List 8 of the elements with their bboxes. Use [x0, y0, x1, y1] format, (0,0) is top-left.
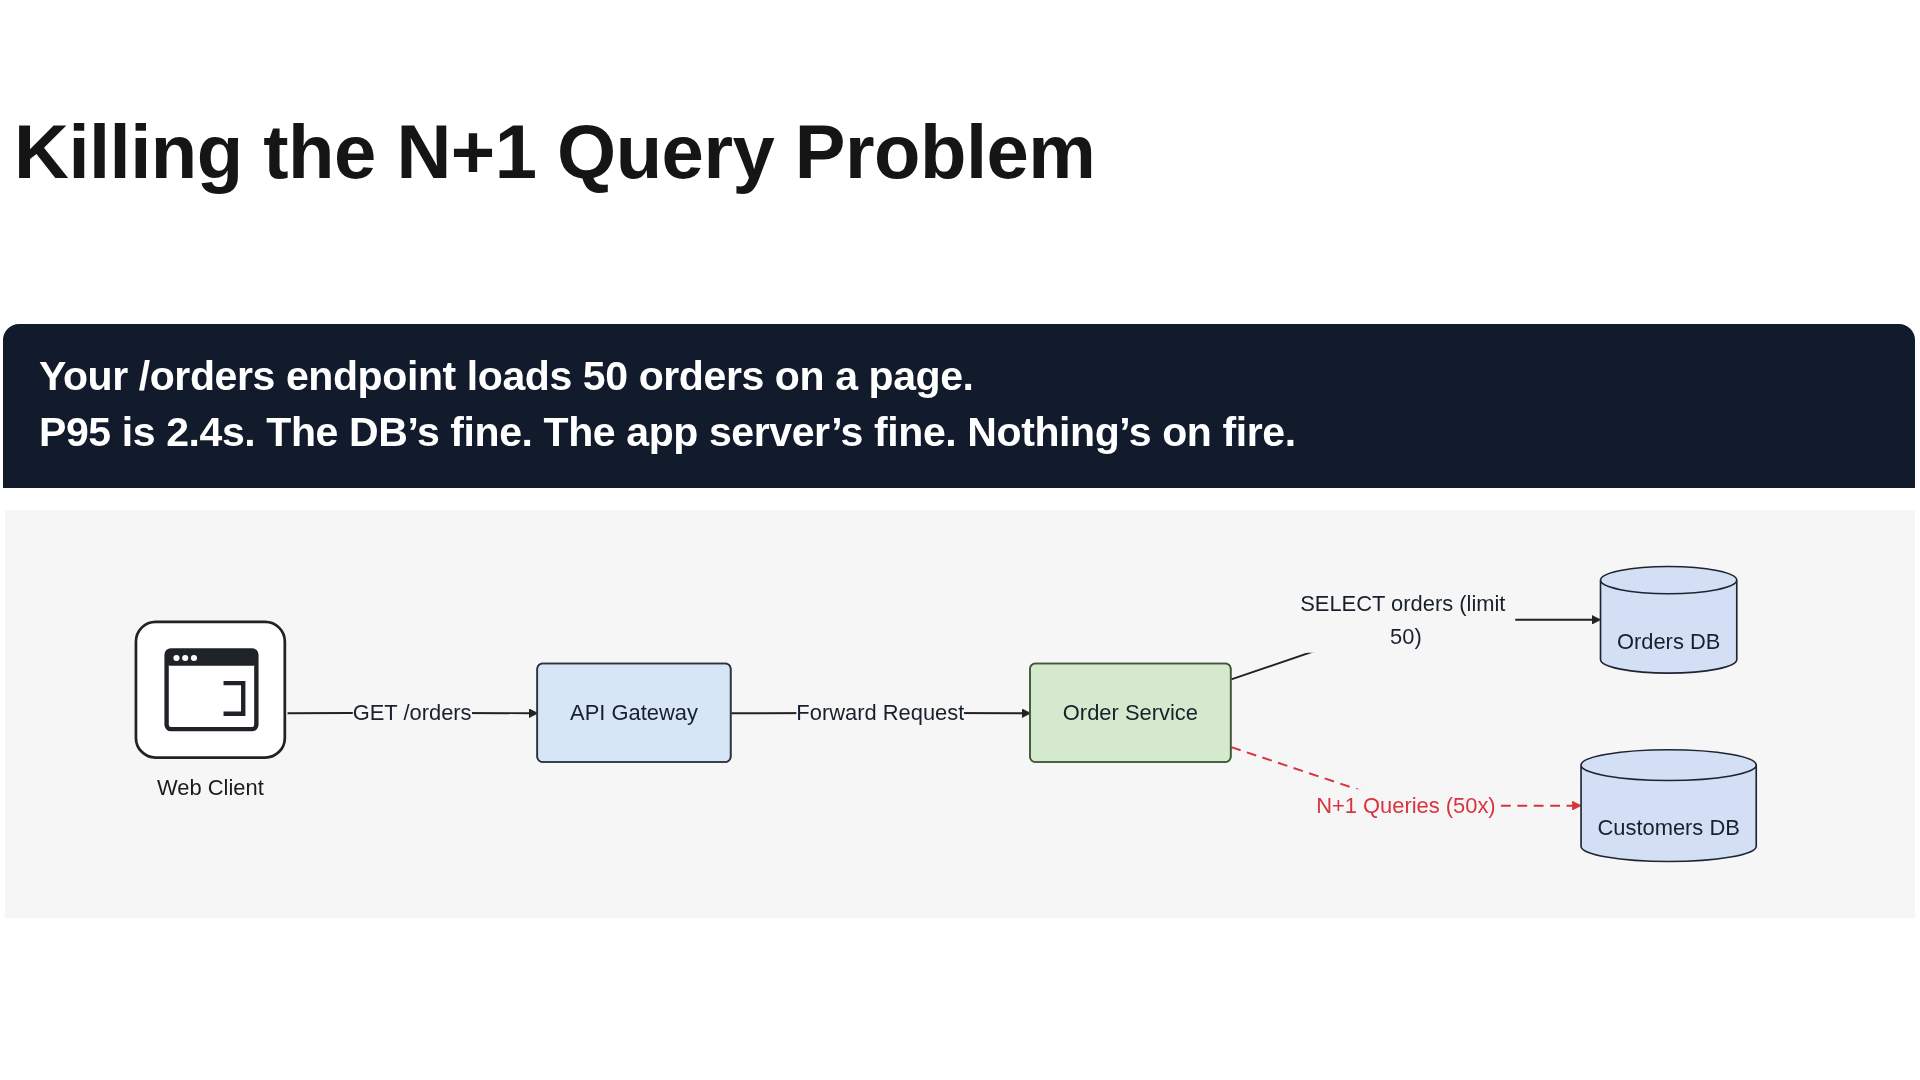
banner-text: P95 is 2.4s. The DB’s fine. The app server’s fine. Nothing’s on fire.: [39, 408, 1296, 457]
banner-text: Your /orders endpoint loads 50 orders on a page.: [39, 352, 974, 401]
title: Killing the N+1 Query Problem: [14, 108, 1096, 195]
edge-label: SELECT orders (limit 50): [1300, 591, 1506, 649]
edge-label: Forward Request: [796, 700, 965, 725]
edge-label: N+1 Queries (50x): [1316, 793, 1496, 818]
edge-label: GET /orders: [352, 700, 472, 725]
diagram-panel: GET /orders Forward Request SELECT orders (limit 50) N+1 Queries (50x) API Gateway Order Service Orders DB Customers DB Web Client: [5, 510, 1915, 918]
